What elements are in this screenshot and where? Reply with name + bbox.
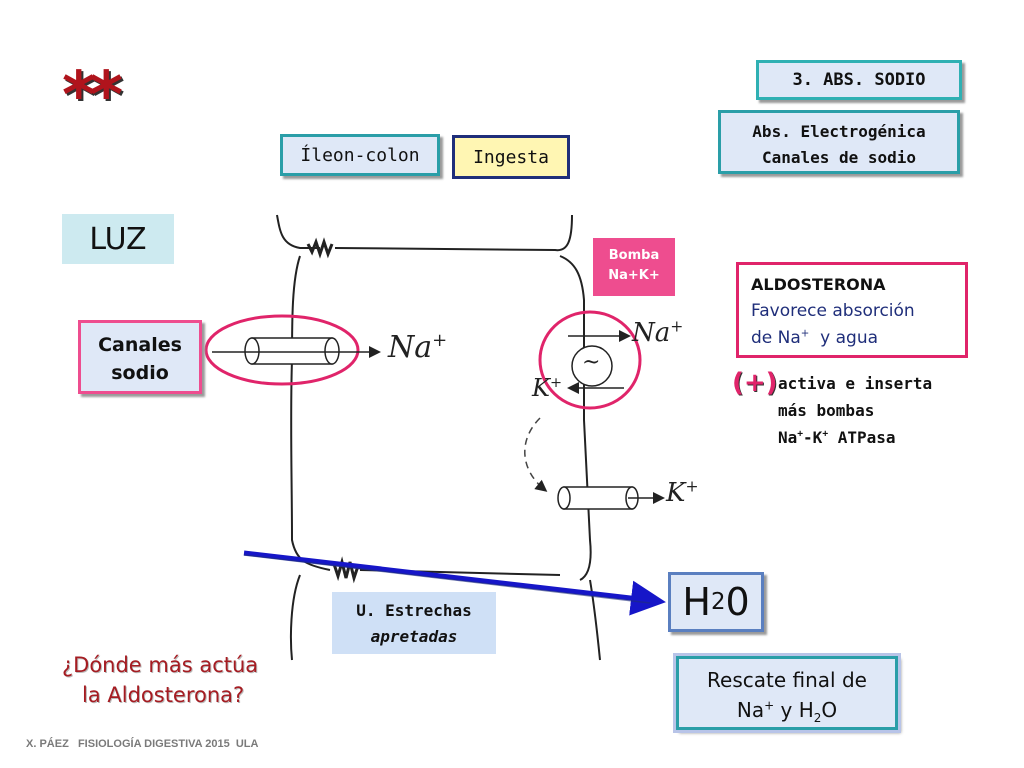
ingesta-label: Ingesta: [473, 146, 549, 168]
activa-line3: Na+-K+ ATPasa: [778, 428, 896, 447]
bomba-line1: Bomba: [608, 248, 660, 263]
potassium-channel: [557, 486, 639, 510]
question-line1: ¿Dónde más actúa: [62, 653, 259, 677]
ileon-colon-box: Íleon-colon: [280, 134, 440, 176]
pump-symbol: ~: [582, 350, 601, 375]
canales-line2: sodio: [111, 362, 169, 384]
canales-line1: Canales: [98, 334, 182, 356]
aldosterona-title: ALDOSTERONA: [751, 275, 886, 294]
footer-text: X. PÁEZ FISIOLOGÍA DIGESTIVA 2015 ULA: [26, 738, 259, 750]
cell-left-side: [290, 255, 331, 571]
section-label: 3. ABS. SODIO: [792, 70, 926, 90]
pump-circle: [571, 345, 613, 387]
k-recycle-path: [524, 417, 548, 492]
uniones-line2: apretadas: [370, 627, 458, 646]
question-text: ¿Dónde más actúa la Aldosterona?: [62, 650, 292, 710]
plus-mark: (+): [732, 368, 778, 398]
sodium-channel: [244, 337, 340, 365]
question-line2: la Aldosterona?: [82, 683, 245, 707]
cell-right-side: [559, 255, 592, 581]
uniones-estrechas-box: U. Estrechas apretadas: [332, 592, 496, 654]
bomba-box: Bomba Na+K+: [593, 238, 675, 296]
luz-box: LUZ: [62, 214, 174, 264]
rescate-box: Rescate final de Na+ y H2O: [676, 656, 898, 730]
activa-text: activa e inserta más bombas Na+-K+ ATPas…: [778, 370, 978, 451]
canales-sodio-box: Canales sodio: [78, 320, 202, 394]
abs-electrogenica-box: Abs. Electrogénica Canales de sodio: [718, 110, 960, 174]
aldosterona-box: ALDOSTERONA Favorece absorción de Na+ y …: [736, 262, 968, 358]
ileon-label: Íleon-colon: [300, 144, 420, 166]
rescate-line1: Rescate final de: [707, 668, 867, 692]
tight-junction-bottom: [332, 556, 360, 584]
channel-ellipse-left: [204, 314, 360, 386]
uniones-line1: U. Estrechas: [356, 601, 472, 620]
activa-line2: más bombas: [778, 401, 875, 420]
k-label-left: K+: [532, 374, 562, 402]
water-arrow: [243, 550, 666, 616]
pump-ellipse: [538, 310, 642, 410]
k-label-right: K+: [666, 477, 699, 508]
abs-line2: Canales de sodio: [761, 148, 917, 167]
aldosterona-line3: de Na+ y agua: [751, 328, 879, 348]
na-label-left: Na+: [388, 330, 448, 365]
section-box: 3. ABS. SODIO: [756, 60, 962, 100]
apical-membrane-right: [334, 214, 573, 252]
water-arrow-shadow: [243, 554, 651, 604]
activa-line1: activa e inserta: [778, 374, 933, 393]
star-marks: **: [62, 59, 123, 133]
aldosterona-line2: Favorece absorción: [751, 301, 915, 321]
tight-junction-top: [306, 237, 334, 259]
apical-membrane-left: [276, 214, 320, 249]
abs-line1: Abs. Electrogénica: [752, 122, 926, 141]
basal-right: [589, 579, 601, 661]
ingesta-box: Ingesta: [452, 135, 570, 179]
rescate-line2: Na+ y H2O: [736, 698, 838, 725]
basal-left: [289, 574, 301, 661]
na-label-right: Na+: [632, 317, 684, 348]
bomba-line2: Na+K+: [608, 268, 660, 283]
luz-label: LUZ: [89, 221, 147, 257]
